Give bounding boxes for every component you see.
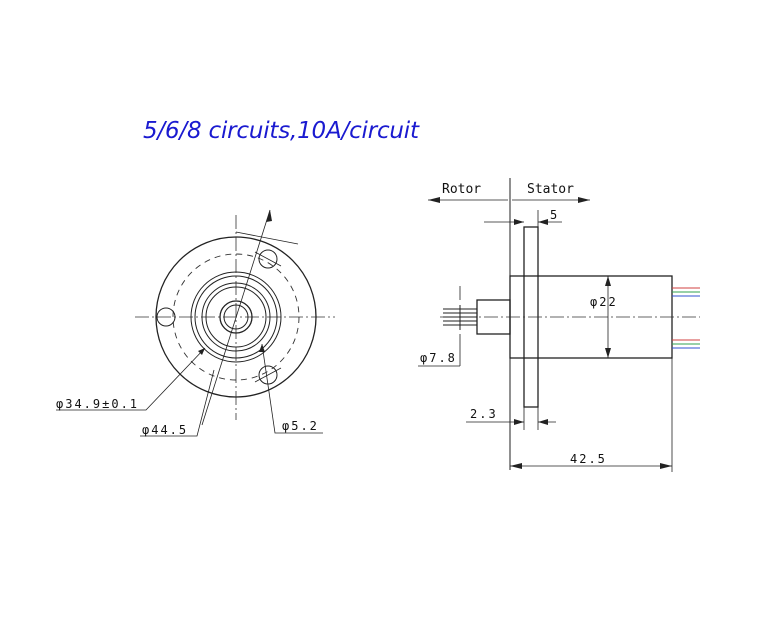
housing-circle [190,271,282,363]
label-stator: Stator [527,182,574,197]
bolt-circle [172,253,300,381]
label-dia-7-8: φ7.8 [420,351,457,365]
label-dim-2-3: 2.3 [470,407,498,421]
stator-ring-inner-circle [205,286,267,348]
flange-outer-circle [155,236,317,398]
label-dim-42-5: 42.5 [570,452,607,466]
label-dia-5-2: φ5.2 [282,419,319,433]
shaft-bore-circle [223,304,249,330]
front-view [56,209,335,437]
stator-ring-circle [201,282,271,352]
housing-inner-circle [194,275,278,359]
dia-34-9-dimension-line [201,209,271,426]
side-view [418,178,700,472]
label-dia-22: φ22 [590,295,618,309]
label-rotor: Rotor [442,182,481,197]
mounting-hole-left [156,307,176,327]
label-dia-44-5: φ44.5 [142,423,188,437]
label-dia-34-9: φ34.9±0.1 [56,397,139,411]
diagram-title: 5/6/8 circuits,10A/circuit [143,118,419,144]
mounting-hole-top-right [258,249,278,269]
shaft-circle [219,300,253,334]
label-dim-5: 5 [550,208,559,222]
